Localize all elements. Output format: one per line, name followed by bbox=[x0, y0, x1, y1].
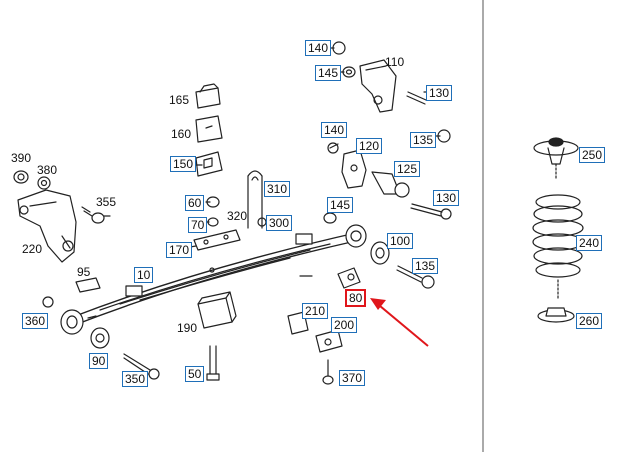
callout-210[interactable]: 210 bbox=[302, 303, 329, 319]
callout-100[interactable]: 100 bbox=[387, 233, 414, 249]
callout-360[interactable]: 360 bbox=[22, 313, 49, 329]
callout-200[interactable]: 200 bbox=[331, 317, 358, 333]
callout-240[interactable]: 240 bbox=[576, 235, 603, 251]
callout-220: 220 bbox=[22, 242, 43, 256]
callout-390: 390 bbox=[11, 151, 32, 165]
callout-250[interactable]: 250 bbox=[579, 147, 606, 163]
callout-110: 110 bbox=[385, 55, 405, 69]
callout-145[interactable]: 145 bbox=[327, 197, 354, 213]
callout-350[interactable]: 350 bbox=[122, 371, 149, 387]
callout-300[interactable]: 300 bbox=[266, 215, 293, 231]
callout-310[interactable]: 310 bbox=[264, 181, 291, 197]
callout-95: 95 bbox=[77, 265, 91, 279]
callout-170[interactable]: 170 bbox=[166, 242, 193, 258]
callout-135[interactable]: 135 bbox=[410, 132, 437, 148]
callout-160: 160 bbox=[171, 127, 192, 141]
callout-90[interactable]: 90 bbox=[89, 353, 109, 369]
callout-355: 355 bbox=[96, 195, 117, 209]
callout-125[interactable]: 125 bbox=[394, 161, 421, 177]
callout-120[interactable]: 120 bbox=[356, 138, 383, 154]
callout-260[interactable]: 260 bbox=[576, 313, 603, 329]
callout-50[interactable]: 50 bbox=[185, 366, 205, 382]
callout-140[interactable]: 140 bbox=[305, 40, 332, 56]
callout-80-highlighted[interactable]: 80 bbox=[345, 289, 367, 307]
callout-370[interactable]: 370 bbox=[339, 370, 366, 386]
callout-190: 190 bbox=[177, 321, 198, 335]
callout-150[interactable]: 150 bbox=[170, 156, 197, 172]
callout-140[interactable]: 140 bbox=[321, 122, 348, 138]
callout-145[interactable]: 145 bbox=[315, 65, 342, 81]
callout-135[interactable]: 135 bbox=[412, 258, 439, 274]
callout-60[interactable]: 60 bbox=[185, 195, 205, 211]
callout-165: 165 bbox=[169, 93, 190, 107]
callout-380: 380 bbox=[37, 163, 58, 177]
callout-320: 320 bbox=[227, 209, 248, 223]
callout-70[interactable]: 70 bbox=[188, 217, 208, 233]
callout-130[interactable]: 130 bbox=[426, 85, 453, 101]
callout-10[interactable]: 10 bbox=[134, 267, 154, 283]
callout-130[interactable]: 130 bbox=[433, 190, 460, 206]
